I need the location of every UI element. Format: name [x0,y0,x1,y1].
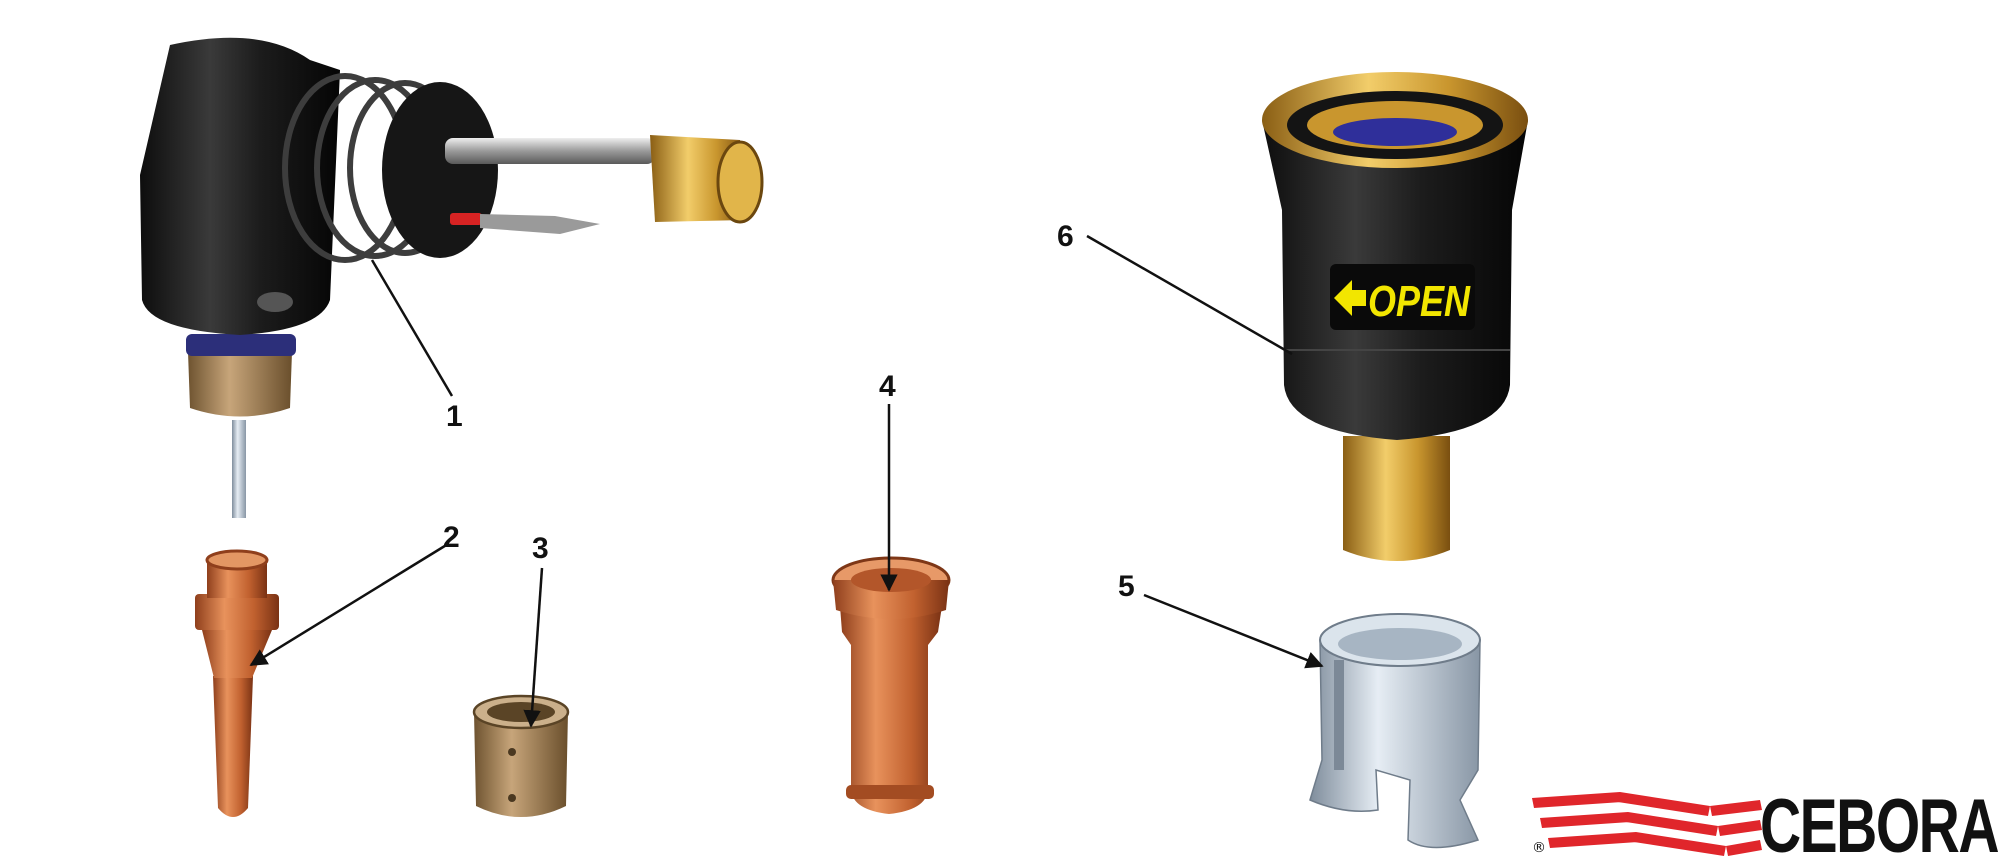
swirl-ring-bore [487,702,555,722]
torch-head-electrode-pin [232,420,246,518]
cebora-logo: ® CEBORA [1532,784,2000,864]
callout-4-label: 4 [879,370,896,403]
callout-3-label: 3 [532,532,549,565]
nozzle-tip-groove [846,785,934,799]
callout-2-leader [249,542,449,667]
nozzle-holder-part: OPEN [1262,72,1528,561]
torch-head-pilot-contact [480,214,600,234]
nozzle-tip-part [831,556,951,814]
nozzle-holder-label-plate [1330,264,1475,330]
spacer-bore [1338,628,1462,660]
nozzle-tip-orifice [851,568,931,592]
callout-5-leader [1143,593,1324,669]
electrode-shaft [213,676,253,817]
torch-head-part [140,37,764,518]
nozzle-holder-open-label: OPEN [1368,277,1471,326]
callout-5-label: 5 [1118,570,1135,603]
swirl-ring-part [472,694,570,817]
logo-red-stripes [1532,792,1762,856]
torch-head-fitting-end [716,140,764,224]
callout-2-label: 2 [443,521,460,554]
nozzle-holder-shank [1343,436,1450,561]
electrode-top [205,549,269,571]
torch-head-screw [257,292,293,312]
callout-3-leader [523,567,544,728]
nozzle-tip-body [840,606,942,814]
nozzle-tip-collar [833,580,949,619]
swirl-ring-hole [508,748,516,756]
torch-head-face [382,82,498,258]
arrow-left-icon [1334,280,1366,316]
callout-6-label: 6 [1057,220,1074,253]
spacer-body [1309,639,1481,849]
electrode-taper [202,630,272,678]
spacer-part [1309,613,1481,849]
callout-1-leader [370,259,454,397]
nozzle-holder-oring [1333,118,1457,146]
logo-registered-mark: ® [1532,840,1546,856]
electrode-hex [195,594,279,630]
swirl-ring-body [474,712,568,817]
torch-head-body [140,37,340,336]
torch-head-wire-red [450,213,482,225]
spacer-slot [1334,660,1344,770]
swirl-ring-hole-lower [508,794,516,802]
torch-head-oring [186,334,296,356]
torch-head-insulator [188,352,292,417]
electrode-part [195,549,279,817]
callout-1-label: 1 [446,400,463,433]
logo-wordmark: CEBORA [1760,784,1998,864]
callout-6-leader [1086,234,1293,356]
torch-head-gas-tube [445,138,655,164]
